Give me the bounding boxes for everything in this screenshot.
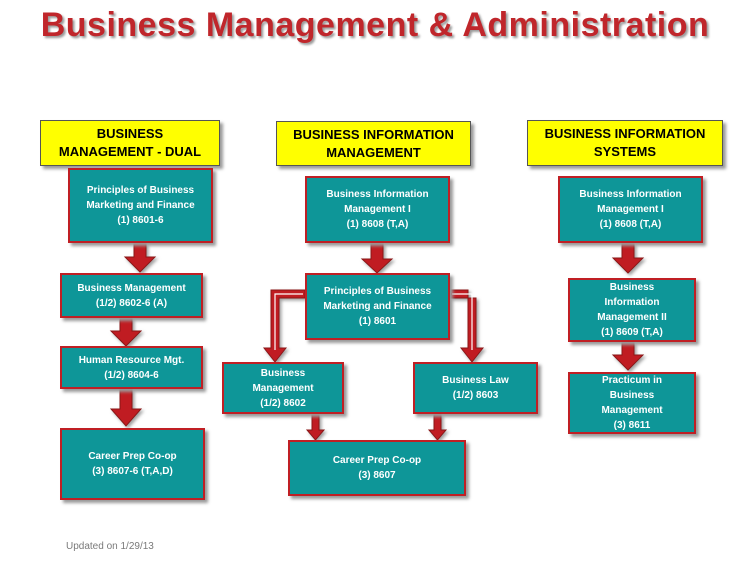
header-business-information-systems: BUSINESS INFORMATION SYSTEMS	[527, 120, 723, 166]
arrow-col3-1	[611, 242, 645, 274]
course-col1-career-prep: Career Prep Co-op (3) 8607-6 (T,A,D)	[60, 428, 205, 500]
arrow-col2-1	[360, 242, 394, 274]
course-col2-principles: Principles of Business Marketing and Fin…	[305, 273, 450, 340]
arrow-col2-right-elbow	[449, 289, 485, 363]
course-col1-human-resource: Human Resource Mgt. (1/2) 8604-6	[60, 346, 203, 389]
course-col3-practicum: Practicum in Business Management (3) 861…	[568, 372, 696, 434]
arrow-col1-3	[109, 388, 143, 427]
course-col2-bim1: Business Information Management I (1) 86…	[305, 176, 450, 243]
course-col2-business-law: Business Law (1/2) 8603	[413, 362, 538, 414]
arrow-col1-2	[109, 317, 143, 347]
arrow-col2-left-elbow	[262, 289, 306, 363]
updated-note: Updated on 1/29/13	[66, 541, 154, 552]
course-col3-bim2: Business Information Management II (1) 8…	[568, 278, 696, 342]
header-business-management-dual: BUSINESS MANAGEMENT - DUAL	[40, 120, 220, 166]
arrow-col1-1	[123, 242, 157, 273]
course-col2-career-prep: Career Prep Co-op (3) 8607	[288, 440, 466, 496]
course-col1-principles: Principles of Business Marketing and Fin…	[68, 168, 213, 243]
arrow-col2-mgmt-to-coop	[305, 413, 326, 441]
course-col3-bim1: Business Information Management I (1) 86…	[558, 176, 703, 243]
arrow-col2-law-to-coop	[427, 413, 448, 441]
arrow-col3-2	[611, 341, 645, 371]
course-col2-business-management: Business Management (1/2) 8602	[222, 362, 344, 414]
page-title: Business Management & Administration	[40, 6, 710, 44]
header-business-information-management: BUSINESS INFORMATION MANAGEMENT	[276, 121, 471, 166]
course-col1-business-management: Business Management (1/2) 8602-6 (A)	[60, 273, 203, 318]
